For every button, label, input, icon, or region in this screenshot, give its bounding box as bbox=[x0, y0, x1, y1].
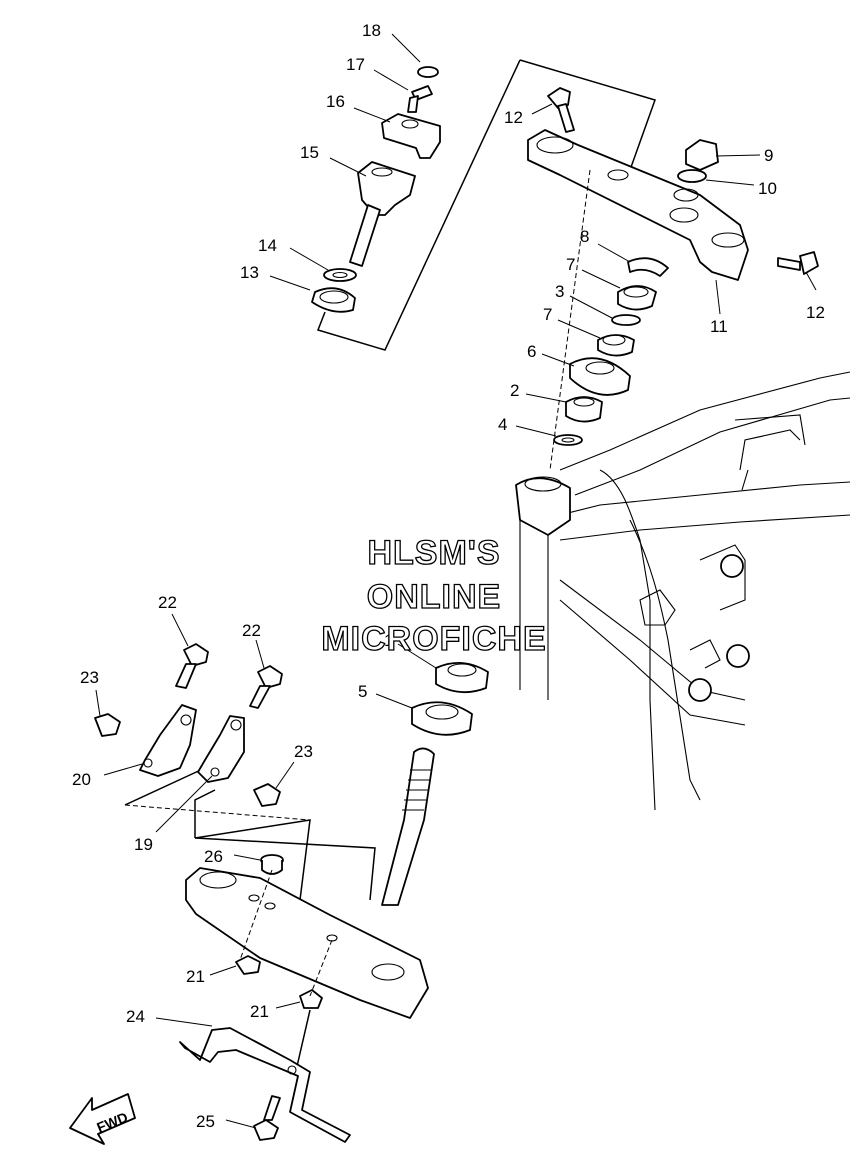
callout-3: 3 bbox=[555, 282, 564, 301]
part-22-bolt-right bbox=[249, 665, 283, 709]
head-pipe bbox=[515, 476, 571, 536]
lower-group-outline bbox=[124, 767, 376, 901]
callout-5: 5 bbox=[358, 682, 367, 701]
upper-axis-line bbox=[549, 169, 591, 471]
part-19-bracket bbox=[197, 715, 245, 783]
part-14-washer bbox=[323, 268, 357, 282]
callout-labels: 18 17 16 15 14 13 12 9 10 12 11 8 7 3 7 … bbox=[72, 21, 825, 1131]
callout-14: 14 bbox=[258, 236, 277, 255]
callout-12-right: 12 bbox=[806, 303, 825, 322]
part-7-ring-nut-upper bbox=[617, 285, 657, 311]
frame-outline bbox=[519, 371, 851, 811]
callout-6: 6 bbox=[527, 342, 536, 361]
steering-stem bbox=[381, 747, 435, 906]
part-15-lower-holder bbox=[349, 161, 416, 267]
lower-axis-line-2 bbox=[309, 939, 333, 997]
callout-25: 25 bbox=[196, 1112, 215, 1131]
part-21-nut-right bbox=[299, 989, 323, 1009]
part-13-damper bbox=[311, 287, 356, 313]
callout-21-right: 21 bbox=[250, 1002, 269, 1021]
part-12-bolt-right bbox=[777, 251, 819, 275]
part-5-dust-seal bbox=[411, 701, 473, 736]
part-16-upper-holder bbox=[381, 113, 441, 159]
part-4-washer bbox=[553, 434, 583, 446]
part-24-hose-guide bbox=[179, 1027, 351, 1143]
callout-23-left: 23 bbox=[80, 668, 99, 687]
callout-16: 16 bbox=[326, 92, 345, 111]
callout-1: 1 bbox=[384, 631, 393, 650]
callout-26: 26 bbox=[204, 847, 223, 866]
callout-22-left: 22 bbox=[158, 593, 177, 612]
callout-8: 8 bbox=[580, 227, 589, 246]
watermark-line-1: HLSM'S bbox=[367, 534, 500, 572]
callout-24: 24 bbox=[126, 1007, 145, 1026]
part-22-bolt-left bbox=[175, 643, 209, 689]
callout-7-upper: 7 bbox=[566, 255, 575, 274]
callout-11: 11 bbox=[710, 317, 728, 336]
watermark-line-2: ONLINE bbox=[367, 578, 501, 616]
watermark-line-3: MICROFICHE bbox=[321, 620, 546, 658]
part-25-bolt bbox=[253, 1095, 281, 1141]
part-12-bolt-top bbox=[547, 87, 575, 133]
callout-22-right: 22 bbox=[242, 621, 261, 640]
callout-15: 15 bbox=[300, 143, 319, 162]
callout-12-top: 12 bbox=[504, 108, 523, 127]
upper-group-outline bbox=[317, 59, 656, 351]
part-23-nut-right bbox=[253, 783, 281, 807]
callout-7-lower: 7 bbox=[543, 305, 552, 324]
callout-17: 17 bbox=[346, 55, 365, 74]
part-6-bearing-cover bbox=[569, 357, 631, 396]
part-8-lock-washer bbox=[627, 257, 669, 277]
part-2-bearing bbox=[565, 396, 603, 423]
part-9-cap-nut bbox=[685, 139, 719, 171]
callout-9: 9 bbox=[764, 146, 773, 165]
callout-13: 13 bbox=[240, 263, 259, 282]
part-23-nut-left bbox=[94, 713, 121, 737]
under-bracket bbox=[185, 867, 429, 1019]
watermark: HLSM'S ONLINE MICROFICHE bbox=[321, 533, 547, 658]
callout-19: 19 bbox=[134, 835, 153, 854]
callout-10: 10 bbox=[758, 179, 777, 198]
callout-21-left: 21 bbox=[186, 967, 205, 986]
callout-4: 4 bbox=[498, 415, 507, 434]
callout-23-right: 23 bbox=[294, 742, 313, 761]
part-21-nut-left bbox=[235, 955, 261, 975]
part-3-washer bbox=[611, 314, 641, 326]
callout-18: 18 bbox=[362, 21, 381, 40]
callout-20: 20 bbox=[72, 770, 91, 789]
callout-2: 2 bbox=[510, 381, 519, 400]
part-17-bolt bbox=[407, 85, 433, 113]
part-11-upper-bracket bbox=[527, 129, 749, 281]
part-1-lower-bearing bbox=[435, 662, 489, 694]
part-20-bracket bbox=[139, 704, 197, 777]
fwd-arrow-icon: FWD bbox=[69, 1093, 136, 1145]
part-18-bolt bbox=[417, 66, 439, 78]
part-7-ring-nut-lower bbox=[597, 334, 635, 357]
part-26-grommet bbox=[260, 854, 284, 875]
part-10-washer bbox=[677, 169, 707, 183]
leader-lines bbox=[95, 33, 817, 1129]
